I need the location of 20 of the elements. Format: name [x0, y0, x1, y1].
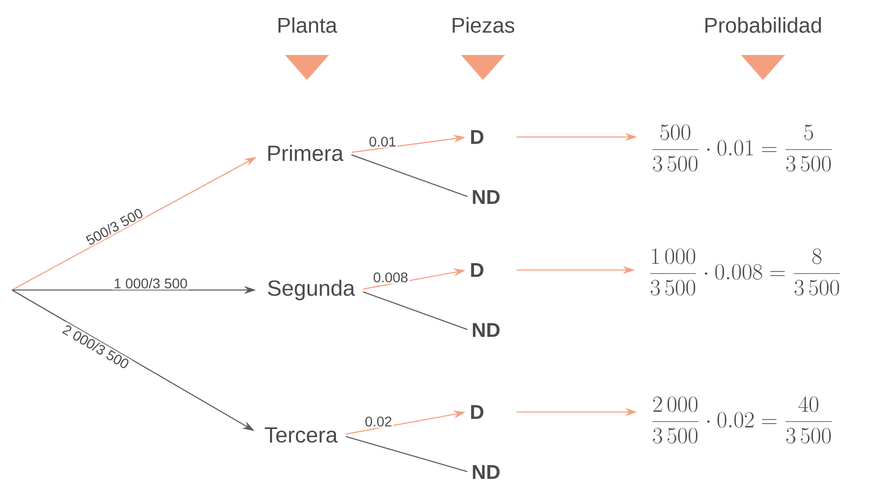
edge-label: 0.008 [374, 272, 408, 282]
outcome-label: ND [472, 465, 500, 479]
edge-label: 0.02 [365, 416, 392, 427]
plant-label: Tercera [264, 427, 338, 443]
outcome-label: D [471, 130, 484, 144]
outcome-label: ND [472, 190, 500, 204]
plant-label: Primera [268, 144, 344, 162]
probability-formula: $\frac{500}{3\,500}\cdot 0.01=\frac{5}{3\,500}$ [652, 124, 832, 172]
column-heading: Piezas [452, 17, 514, 33]
probability-formula: $\frac{1\,000}{3\,500}\cdot 0.008=\frac{8}{3\,500}$ [650, 248, 840, 296]
plant-label: Segunda [268, 280, 356, 300]
probability-formula: $\frac{2\,000}{3\,500}\cdot 0.02=\frac{40}{3\,500}$ [652, 396, 832, 444]
outcome-label: ND [472, 323, 500, 337]
outcome-label: D [471, 405, 484, 419]
column-heading: Probabilidad [705, 17, 821, 33]
edge-label: 0.01 [369, 136, 396, 147]
outcome-label: D [471, 263, 484, 277]
edge-label: 500/3 500 [86, 208, 142, 245]
edge-label: 1 000/3 500 [114, 278, 188, 288]
column-heading: Planta [278, 17, 338, 33]
